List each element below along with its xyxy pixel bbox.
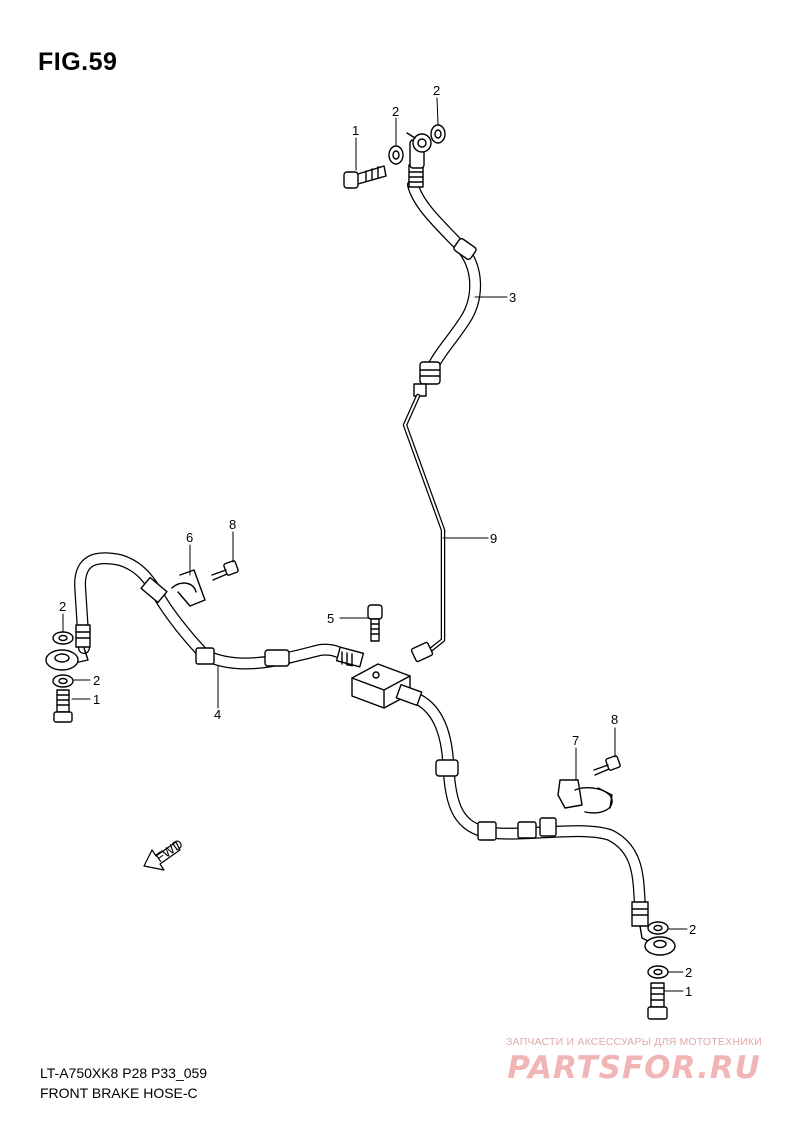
watermark-logo: PARTSFOR.RU xyxy=(507,1050,761,1086)
callout-6: 6 xyxy=(186,530,193,545)
brake-pipe-9 xyxy=(402,393,446,663)
washer-right-a xyxy=(647,921,669,935)
callout-8-right: 8 xyxy=(611,712,618,727)
callout-5: 5 xyxy=(327,611,334,626)
washer-left-a xyxy=(52,631,74,645)
hose-4 xyxy=(74,552,365,670)
junction-block xyxy=(351,663,411,709)
callout-2-top-b: 2 xyxy=(433,83,440,98)
callout-2-right-a: 2 xyxy=(689,922,696,937)
washer-right-b xyxy=(647,965,669,979)
bolt-8-left xyxy=(211,560,239,581)
washer-top-b xyxy=(430,124,446,144)
callout-7: 7 xyxy=(572,733,579,748)
leader-lines xyxy=(62,97,688,992)
figure-title: FIG.59 xyxy=(38,48,118,76)
fwd-label: FWD xyxy=(153,836,186,865)
callout-2-top-a: 2 xyxy=(392,104,399,119)
banjo-fitting-top xyxy=(406,132,432,169)
hose-3 xyxy=(407,164,482,397)
callout-9: 9 xyxy=(490,531,497,546)
bolt-1-right xyxy=(647,982,668,1020)
callout-2-left-b: 2 xyxy=(93,673,100,688)
callout-1-top: 1 xyxy=(352,123,359,138)
bolt-8-right xyxy=(593,755,621,776)
callout-1-right: 1 xyxy=(685,984,692,999)
banjo-fitting-left xyxy=(45,647,89,671)
hose-right xyxy=(395,683,649,927)
callout-2-left-a: 2 xyxy=(59,599,66,614)
footer: LT-A750XK8 P28 P33_059 FRONT BRAKE HOSE-… xyxy=(40,1063,207,1103)
banjo-fitting-right xyxy=(639,925,676,956)
watermark: ЗАПЧАСТИ И АКСЕССУАРЫ ДЛЯ МОТОТЕХНИКИ PA… xyxy=(484,1036,784,1086)
bolt-5 xyxy=(367,604,383,642)
washer-top-a xyxy=(388,145,404,165)
clamp-7 xyxy=(557,779,613,814)
fwd-arrow-icon xyxy=(143,841,181,871)
footer-model-code: LT-A750XK8 P28 P33_059 xyxy=(40,1065,208,1081)
bolt-1-left xyxy=(53,689,73,723)
callout-8-left: 8 xyxy=(229,517,236,532)
footer-caption: FRONT BRAKE HOSE-C xyxy=(40,1085,198,1101)
washer-left-b xyxy=(52,674,74,688)
bolt-1-top xyxy=(343,165,387,189)
callout-4: 4 xyxy=(214,707,221,722)
watermark-tagline: ЗАПЧАСТИ И АКСЕССУАРЫ ДЛЯ МОТОТЕХНИКИ xyxy=(506,1036,762,1048)
clamp-6 xyxy=(171,569,206,607)
callout-2-right-b: 2 xyxy=(685,965,692,980)
callout-1-left: 1 xyxy=(93,692,100,707)
callout-3: 3 xyxy=(509,290,516,305)
